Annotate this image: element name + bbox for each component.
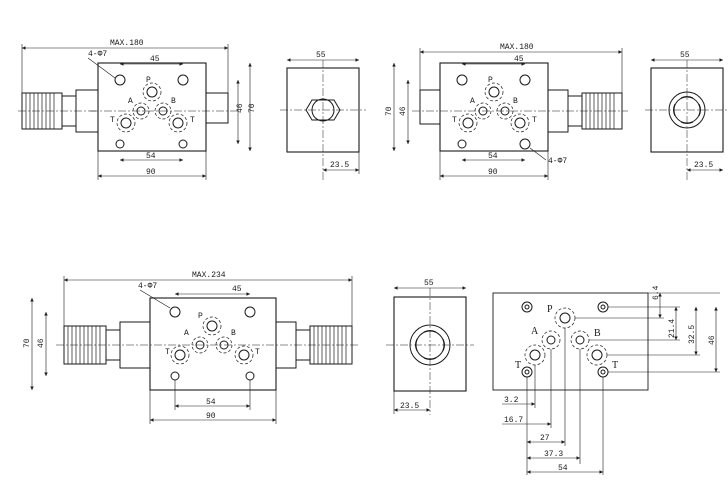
dim-16-7: 16.7: [504, 416, 523, 425]
side-offset-dim: 23.5: [400, 402, 419, 411]
port-a-label: A: [128, 97, 133, 106]
overall-length-dim: MAX.180: [500, 43, 534, 52]
port-b-label: B: [231, 329, 236, 338]
side-width-dim: 55: [424, 279, 434, 288]
port-p-label: P: [488, 76, 493, 85]
dim-32-5: 32.5: [688, 325, 697, 344]
view-top-left: P A B T T MAX.180 45 4-Φ7 46 70 54 90: [18, 39, 257, 180]
port-b-label: B: [513, 97, 518, 106]
dim-54: 54: [558, 464, 568, 473]
side-width-dim: 55: [680, 51, 690, 60]
view-port-pattern: P A B T T 3.2 16.7 27 37.3 54 6.4 21.4: [492, 285, 720, 475]
view-top-right: P A B T T MAX.180 45 46 70 54 90 4-Φ7: [385, 43, 628, 180]
width-inner-dim: 54: [488, 152, 498, 161]
port-a-label: A: [184, 329, 189, 338]
dim-27: 27: [540, 434, 550, 443]
overall-length-dim: MAX.180: [110, 39, 144, 48]
mount-hole: [114, 74, 126, 86]
port-a-label: A: [531, 326, 539, 337]
height-outer-dim: 70: [23, 338, 32, 348]
port-t-label: T: [515, 360, 521, 371]
port-spacing-dim: 45: [514, 55, 524, 64]
port-p-label: P: [198, 312, 203, 321]
dim-46: 46: [708, 335, 717, 345]
port-t-label: T: [255, 348, 260, 357]
dim-3-2: 3.2: [504, 396, 519, 405]
view-bottom-left: P A B T T MAX.234 45 4-Φ7 46 70 54 90: [23, 271, 360, 424]
mount-holes-label: 4-Φ7: [138, 282, 157, 291]
height-inner-dim: 46: [399, 106, 408, 116]
height-inner-dim: 46: [236, 103, 245, 113]
port-spacing-dim: 45: [232, 285, 242, 294]
mount-hole: [115, 139, 125, 149]
width-outer-dim: 90: [206, 412, 216, 421]
view-top-right-side: 55 23.5: [645, 51, 728, 180]
port-p-label: P: [146, 76, 151, 85]
mount-hole: [521, 366, 533, 378]
mount-hole: [521, 301, 533, 313]
mount-hole: [178, 139, 188, 149]
dim-37-3: 37.3: [544, 450, 563, 459]
view-bottom-side: 55 23.5: [386, 279, 474, 415]
mount-hole: [597, 301, 609, 313]
port-a-label: A: [470, 97, 475, 106]
dim-21-4: 21.4: [668, 319, 677, 338]
width-outer-dim: 90: [488, 168, 498, 177]
side-width-dim: 55: [316, 51, 326, 60]
port-t-label: T: [190, 116, 195, 125]
overall-length-dim: MAX.234: [192, 271, 226, 280]
view-top-left-side: 55 23.5: [280, 51, 366, 180]
port-t-label: T: [612, 360, 618, 371]
dim-6-4: 6.4: [652, 285, 661, 300]
height-inner-dim: 46: [37, 338, 46, 348]
side-offset-dim: 23.5: [694, 161, 713, 170]
width-inner-dim: 54: [206, 398, 216, 407]
valve-body: [439, 62, 549, 152]
port-t-label: T: [165, 348, 170, 357]
port-b-label: B: [171, 97, 176, 106]
height-outer-dim: 70: [248, 103, 257, 113]
mount-hole: [177, 74, 189, 86]
width-outer-dim: 90: [146, 168, 156, 177]
side-offset-dim: 23.5: [330, 161, 349, 170]
port-t-label: T: [110, 116, 115, 125]
mount-holes-label: 4-Φ7: [88, 50, 107, 59]
height-outer-dim: 70: [385, 106, 394, 116]
valve-body: [97, 62, 207, 152]
port-p-label: P: [547, 304, 553, 315]
port-t-label: T: [532, 116, 537, 125]
mount-hole: [597, 366, 609, 378]
port-b-label: B: [594, 328, 601, 339]
port-t-label: T: [452, 116, 457, 125]
port-spacing-dim: 45: [150, 55, 160, 64]
mount-holes-label: 4-Φ7: [548, 157, 567, 166]
valve-body: [149, 297, 277, 391]
width-inner-dim: 54: [146, 152, 156, 161]
